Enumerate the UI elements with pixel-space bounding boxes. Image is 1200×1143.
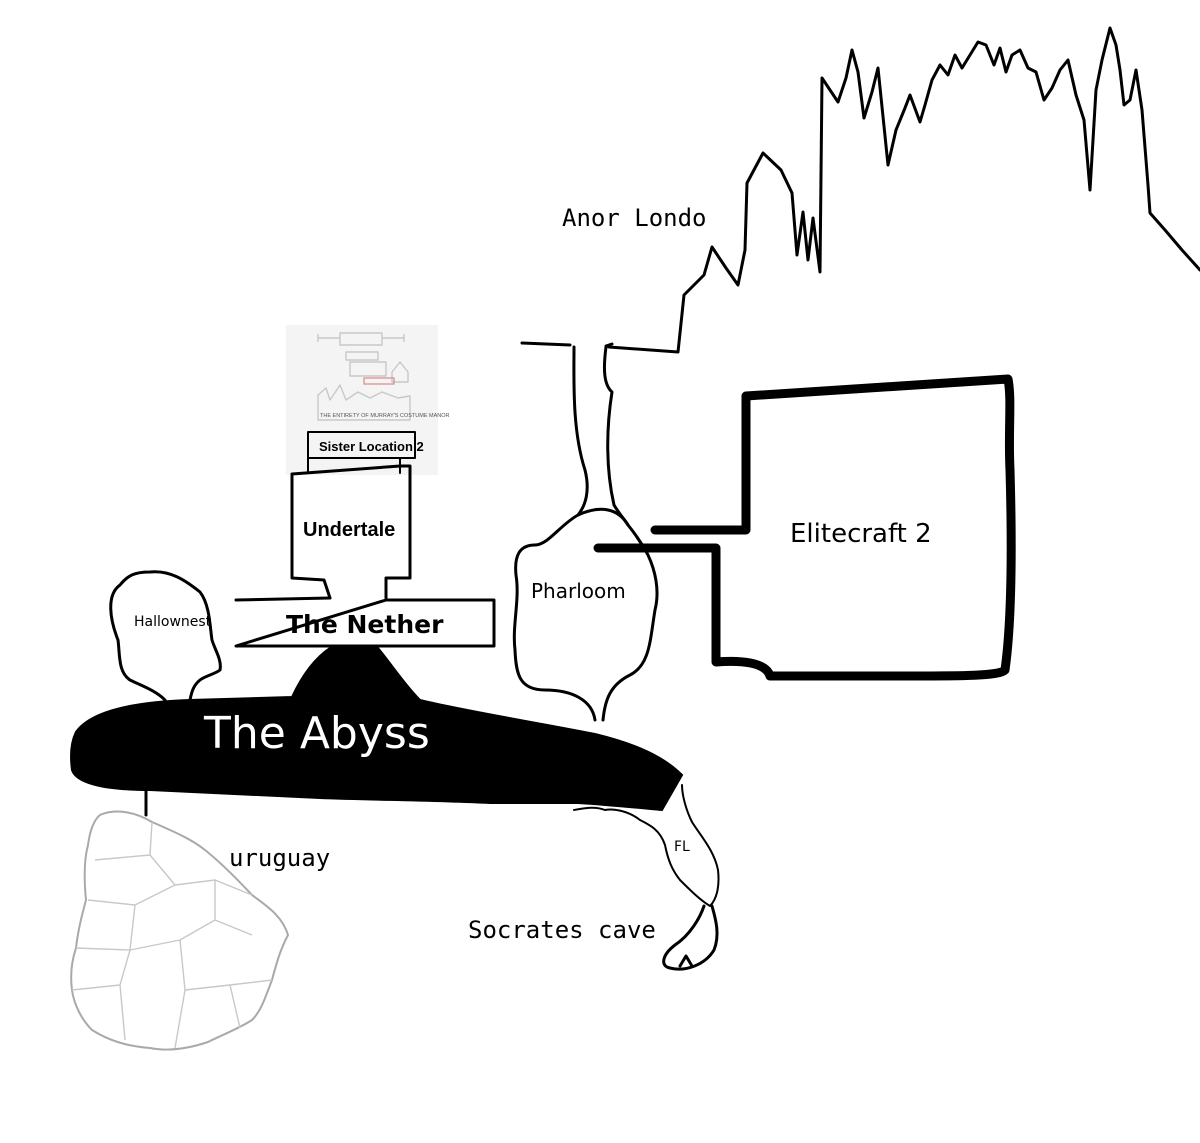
elitecraft-region: Elitecraft 2 xyxy=(593,374,1016,681)
the-abyss-shape xyxy=(70,647,684,812)
pharloom-top-bar-left xyxy=(520,341,572,347)
undertale-region: Undertale xyxy=(290,464,412,600)
pharloom-outline xyxy=(512,507,659,722)
pharloom-label: Pharloom xyxy=(531,579,626,603)
manor-factory-shape xyxy=(317,384,411,421)
manor-box-top xyxy=(339,332,383,346)
the-abyss-label: The Abyss xyxy=(203,708,430,759)
manor-house-shape xyxy=(391,361,409,383)
socrates-cave-region: Socrates cave xyxy=(468,904,719,971)
hallownest-outline xyxy=(109,570,222,702)
manor-top-bar xyxy=(317,334,405,342)
socrates-cave-outline xyxy=(662,904,719,971)
anor-londo-skyline xyxy=(607,26,1200,354)
socrates-cave-label: Socrates cave xyxy=(468,916,656,944)
undertale-label: Undertale xyxy=(303,519,395,541)
the-nether-label: The Nether xyxy=(286,610,444,639)
florida-label: FL xyxy=(674,839,690,855)
undertale-outline xyxy=(290,464,412,600)
sister-location-label: Sister Location 2 xyxy=(319,439,424,454)
pharloom-region: Pharloom xyxy=(512,341,659,722)
pharloom-chimney-left xyxy=(572,345,589,517)
elitecraft-outline xyxy=(593,374,1016,681)
florida-region: FL xyxy=(573,784,720,907)
manor-red-box xyxy=(363,377,395,385)
pharloom-chimney-right xyxy=(602,345,630,527)
manor-box-low xyxy=(349,361,387,377)
uruguay-label: uruguay xyxy=(229,844,330,872)
anor-londo-label: Anor Londo xyxy=(562,204,707,232)
uruguay-region: uruguay xyxy=(70,810,330,1051)
manor-backdrop xyxy=(286,325,438,475)
uruguay-outline xyxy=(70,810,289,1051)
uruguay-departments xyxy=(71,821,273,1049)
pharloom-top-bar-right xyxy=(604,342,614,348)
florida-outline xyxy=(573,784,720,907)
murray-manor-region: THE ENTIRETY OF MURRAY'S COSTUME MANOR xyxy=(286,325,450,475)
manor-box-mid xyxy=(345,351,379,361)
anor-londo-region: Anor Londo xyxy=(562,26,1200,354)
sister-location-box xyxy=(307,431,416,459)
manor-caption: THE ENTIRETY OF MURRAY'S COSTUME MANOR xyxy=(320,413,450,419)
hallownest-label: Hallownest xyxy=(134,614,212,630)
hallownest-region: Hallownest xyxy=(109,570,222,702)
the-abyss-region: The Abyss xyxy=(70,647,684,817)
elitecraft-label: Elitecraft 2 xyxy=(790,519,932,549)
the-nether-outline xyxy=(234,596,496,648)
the-nether-region: The Nether xyxy=(234,596,496,648)
socrates-cave-inner xyxy=(678,954,694,968)
